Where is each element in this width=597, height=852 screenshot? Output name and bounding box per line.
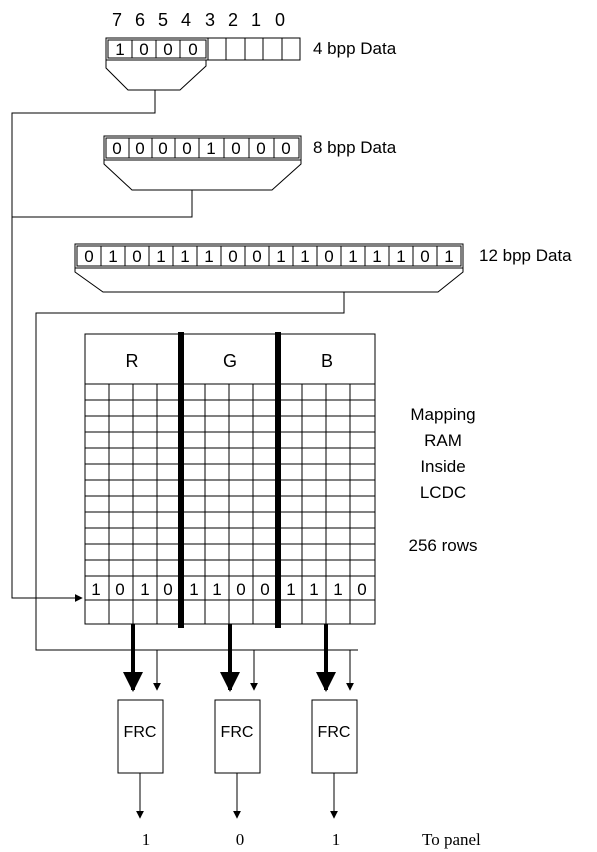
channel-header-r: R — [126, 351, 139, 371]
ram-cell: 0 — [357, 580, 366, 599]
ram-cell: 0 — [163, 580, 172, 599]
panel-output-value: 1 — [142, 830, 151, 849]
bit-value: 1 — [115, 40, 124, 59]
bit-value: 1 — [108, 247, 117, 266]
ram-cell: 0 — [236, 580, 245, 599]
bit-value: 1 — [276, 247, 285, 266]
bit-value: 0 — [182, 139, 191, 158]
to-panel-label: To panel — [422, 830, 481, 849]
bit-value: 0 — [135, 139, 144, 158]
bit-value: 0 — [281, 139, 290, 158]
bit-position-label: 7 — [112, 10, 122, 30]
bit-value: 1 — [206, 139, 215, 158]
bit-value: 0 — [256, 139, 265, 158]
bit-position-label: 6 — [135, 10, 145, 30]
ram-rows-label: 256 rows — [409, 536, 478, 555]
channel-header-b: B — [321, 351, 333, 371]
bit-value: 0 — [158, 139, 167, 158]
channel-separator — [275, 332, 281, 628]
bit-value: 0 — [252, 247, 261, 266]
ram-description: Mapping RAM Inside LCDC 256 rows — [409, 405, 478, 555]
frc-label: FRC — [221, 724, 254, 741]
panel-output-value: 0 — [236, 830, 245, 849]
ram-cell: 1 — [333, 580, 342, 599]
ram-title-line: Mapping — [410, 405, 475, 424]
bit-value: 1 — [156, 247, 165, 266]
bit-position-label: 4 — [181, 10, 191, 30]
ram-output-arrows — [123, 624, 354, 692]
ram-cell: 1 — [189, 580, 198, 599]
channel-header-g: G — [223, 351, 237, 371]
bit-value: 1 — [204, 247, 213, 266]
channel-separator — [178, 332, 184, 628]
bit-value: 0 — [231, 139, 240, 158]
bit-value: 0 — [132, 247, 141, 266]
register-12bpp: 0 1 0 1 1 1 0 0 1 1 0 1 1 1 0 1 12 bpp D… — [35, 243, 572, 651]
bit-value: 0 — [188, 40, 197, 59]
bit-value: 1 — [348, 247, 357, 266]
bit-value: 0 — [139, 40, 148, 59]
register-8bpp: 0 0 0 0 1 0 0 0 8 bpp Data — [12, 135, 397, 218]
frc-blocks: FRC FRC FRC — [117, 699, 358, 819]
ram-cell: 1 — [140, 580, 149, 599]
bit-position-label: 3 — [205, 10, 215, 30]
register-label-12bpp: 12 bpp Data — [479, 246, 572, 265]
register-label-4bpp: 4 bpp Data — [313, 39, 397, 58]
bit-value: 1 — [396, 247, 405, 266]
bit-position-label: 1 — [251, 10, 261, 30]
ram-title-line: RAM — [424, 431, 462, 450]
bit-value: 0 — [112, 139, 121, 158]
ram-cell: 1 — [91, 580, 100, 599]
panel-output-value: 1 — [332, 830, 341, 849]
ram-cell: 1 — [286, 580, 295, 599]
ram-title-line: LCDC — [420, 483, 466, 502]
ram-title-line: Inside — [420, 457, 465, 476]
ram-cell: 0 — [115, 580, 124, 599]
bit-value: 0 — [228, 247, 237, 266]
panel-outputs: 1 0 1 To panel — [142, 830, 481, 849]
bit-value: 1 — [444, 247, 453, 266]
bit-position-header: 7 6 5 4 3 2 1 0 — [112, 10, 285, 30]
register-label-8bpp: 8 bpp Data — [313, 138, 397, 157]
mapping-ram: R G B 1 0 1 0 1 1 0 0 1 1 1 0 — [12, 332, 376, 628]
frc-label: FRC — [124, 724, 157, 741]
bit-value: 1 — [180, 247, 189, 266]
ram-cell: 0 — [260, 580, 269, 599]
ram-cell: 1 — [309, 580, 318, 599]
frc-label: FRC — [318, 724, 351, 741]
ram-cell: 1 — [212, 580, 221, 599]
bit-position-label: 5 — [158, 10, 168, 30]
bit-position-label: 2 — [228, 10, 238, 30]
bit-value: 1 — [300, 247, 309, 266]
bit-value: 0 — [84, 247, 93, 266]
bit-value: 1 — [372, 247, 381, 266]
bit-value: 0 — [163, 40, 172, 59]
bit-position-label: 0 — [275, 10, 285, 30]
register-4bpp: 1 0 0 0 4 bpp Data — [11, 37, 397, 599]
bit-value: 0 — [420, 247, 429, 266]
bit-value: 0 — [324, 247, 333, 266]
